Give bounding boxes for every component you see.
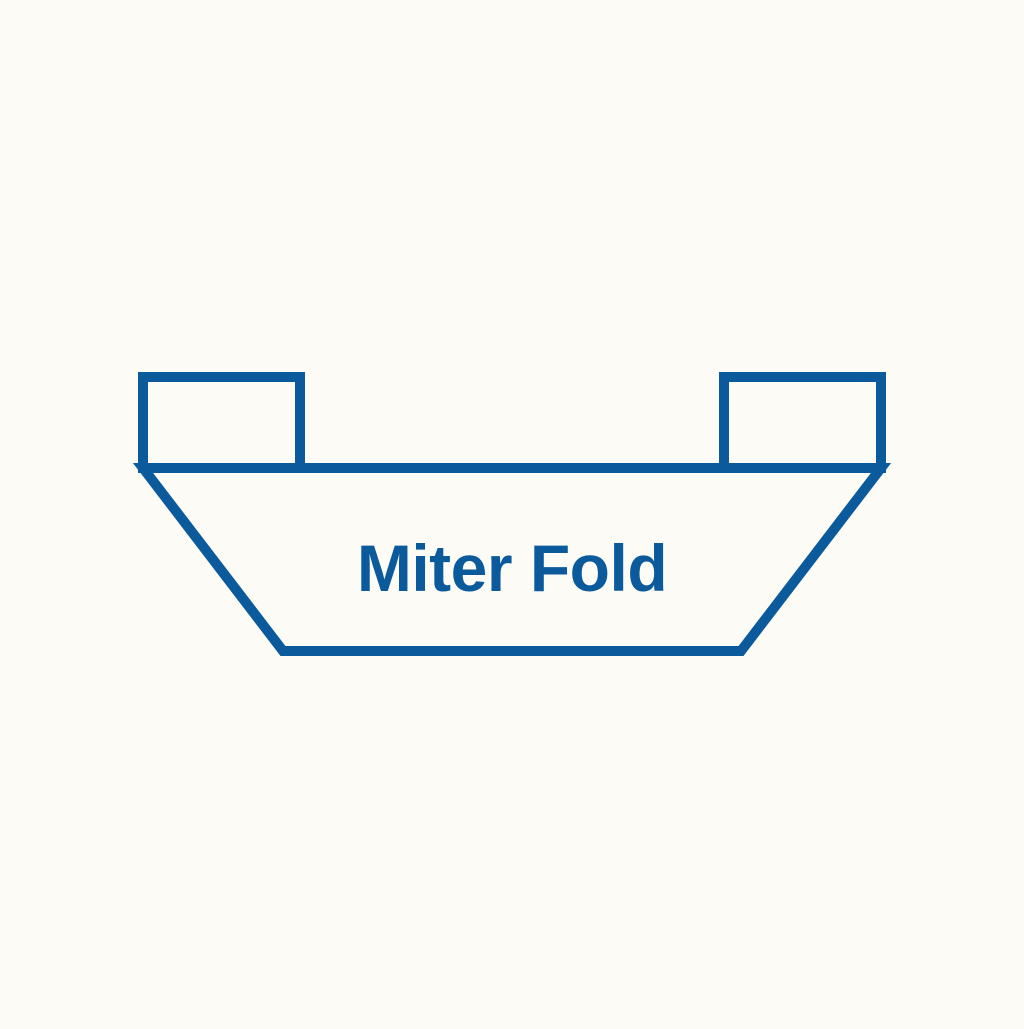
trapezoid-body — [132, 463, 892, 656]
left-tab — [138, 372, 305, 473]
right-tab — [719, 372, 886, 473]
diagram-label: Miter Fold — [356, 531, 668, 605]
